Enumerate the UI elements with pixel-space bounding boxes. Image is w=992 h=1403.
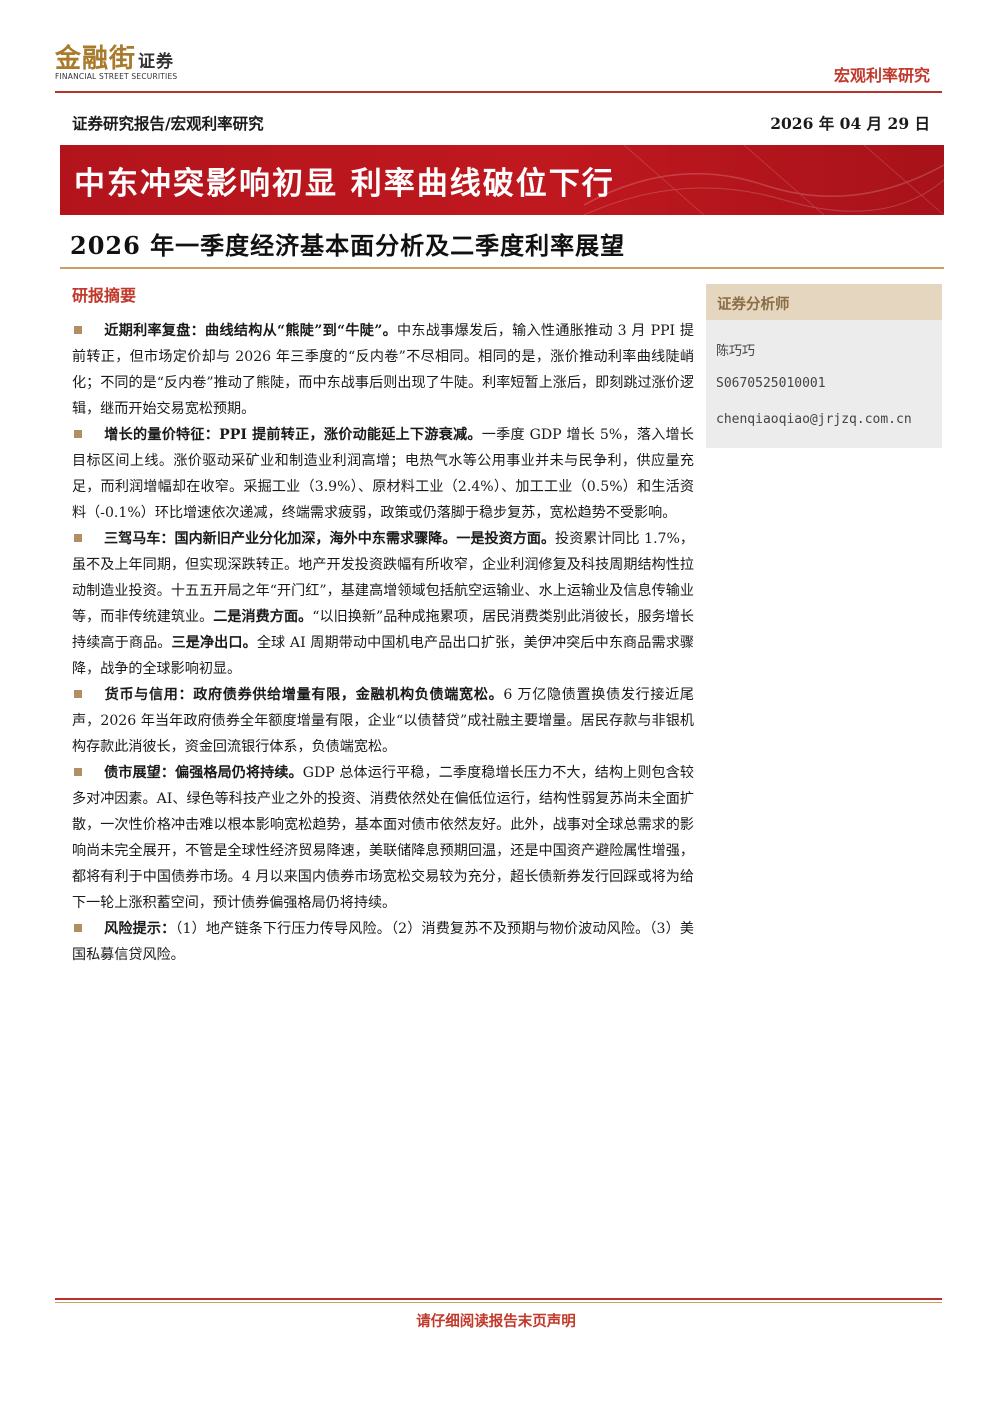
abstract-item-body: GDP 总体运行平稳，二季度稳增长压力不大，结构上则包含较多对冲因素。AI、绿色… — [72, 765, 694, 911]
abstract-item-head: 货币与信用：政府债券供给增量有限，金融机构负债端宽松。 — [104, 687, 504, 703]
analyst-box-header: 证券分析师 — [706, 284, 942, 320]
company-logo: 金融街证券 FINANCIAL STREET SECURITIES — [55, 38, 215, 86]
abstract-item-body: （1）地产链条下行压力传导风险。（2）消费复苏不及预期与物价波动风险。（3）美国… — [72, 921, 694, 963]
abstract-label: 研报摘要 — [72, 286, 137, 305]
abstract-item-body: 6 万亿隐债置换债发行接近尾声，2026 年当年政府债券全年额度增量有限，企业“… — [72, 687, 694, 755]
analyst-box-title: 证券分析师 — [717, 296, 790, 313]
report-date: 2026 年 04 月 29 日 — [770, 114, 930, 133]
page-subtitle: 2026 年一季度经济基本面分析及二季度利率展望 — [70, 231, 626, 260]
abstract-item: 近期利率复盘：曲线结构从“熊陡”到“牛陡”。中东战事爆发后，输入性通胀推动 3 … — [72, 318, 694, 422]
title-banner: 中东冲突影响初显 利率曲线破位下行 — [60, 145, 944, 215]
abstract-item: 货币与信用：政府债券供给增量有限，金融机构负债端宽松。6 万亿隐债置换债发行接近… — [72, 682, 694, 760]
square-bullet-icon — [74, 690, 82, 698]
footer-disclaimer: 请仔细阅读报告末页声明 — [416, 1313, 576, 1330]
footer-divider-secondary — [55, 1302, 942, 1303]
logo-wordmark: 金融街证券 — [55, 38, 174, 75]
square-bullet-icon — [74, 924, 82, 932]
abstract-item-subhead: 二是消费方面。 — [213, 609, 313, 625]
abstract-item-head: 近期利率复盘：曲线结构从“熊陡”到“牛陡”。 — [104, 323, 397, 339]
abstract-item-head: 风险提示： — [104, 921, 176, 937]
analyst-cert-number: S0670525010001 — [716, 376, 826, 391]
abstract-item-body: 一季度 GDP 增长 5%，落入增长目标区间上线。涨价驱动采矿业和制造业利润高增… — [72, 427, 694, 521]
square-bullet-icon — [74, 430, 82, 438]
abstract-item-head: 增长的量价特征：PPI 提前转正，涨价动能延上下游衰减。 — [104, 427, 482, 443]
abstract-item-body: 全球 AI 周期带动中国机电产品出口扩张，美伊冲突后中东商品需求骤降，战争的全球… — [72, 635, 695, 677]
abstract-item-body: “以旧换新”品种成拖累项，居民消费类别此消彼长，服务增长持续高于商品。 — [72, 609, 694, 651]
abstract-body: 近期利率复盘：曲线结构从“熊陡”到“牛陡”。中东战事爆发后，输入性通胀推动 3 … — [72, 318, 694, 968]
abstract-item: 债市展望：偏强格局仍将持续。GDP 总体运行平稳，二季度稳增长压力不大，结构上则… — [72, 760, 694, 916]
logo-cn-suffix: 证券 — [138, 52, 175, 72]
abstract-item-head: 债市展望：偏强格局仍将持续。 — [104, 765, 303, 781]
abstract-item: 风险提示：（1）地产链条下行压力传导风险。（2）消费复苏不及预期与物价波动风险。… — [72, 916, 694, 968]
abstract-item-head: 三驾马车：国内新旧产业分化加深，海外中东需求骤降。一是投资方面。 — [104, 531, 556, 547]
page-title: 中东冲突影响初显 利率曲线破位下行 — [74, 166, 615, 202]
banner-decoration-icon — [584, 145, 944, 215]
report-type: 证券研究报告/宏观利率研究 — [72, 114, 264, 133]
abstract-item-body: 中东战事爆发后，输入性通胀推动 3 月 PPI 提前转正，但市场定价却与 202… — [72, 323, 694, 417]
logo-en-name: FINANCIAL STREET SECURITIES — [55, 72, 178, 81]
analyst-name: 陈巧巧 — [716, 344, 756, 359]
square-bullet-icon — [74, 534, 82, 542]
logo-cn-name: 金融街 — [55, 44, 137, 74]
analyst-box: 证券分析师 陈巧巧 S0670525010001 chenqiaoqiao@jr… — [706, 284, 942, 448]
abstract-item: 增长的量价特征：PPI 提前转正，涨价动能延上下游衰减。一季度 GDP 增长 5… — [72, 422, 694, 526]
footer-divider — [55, 1298, 942, 1300]
subtitle-divider — [60, 267, 944, 269]
abstract-item: 三驾马车：国内新旧产业分化加深，海外中东需求骤降。一是投资方面。投资累计同比 1… — [72, 526, 694, 682]
square-bullet-icon — [74, 768, 82, 776]
abstract-item-body: 投资累计同比 1.7%，虽不及上年同期，但实现深跌转正。地产开发投资跌幅有所收窄… — [72, 531, 694, 625]
header-divider — [55, 91, 942, 93]
analyst-email[interactable]: chenqiaoqiao@jrjzq.com.cn — [716, 412, 912, 427]
abstract-item-subhead: 三是净出口。 — [171, 635, 257, 651]
section-tag: 宏观利率研究 — [833, 66, 930, 85]
square-bullet-icon — [74, 326, 82, 334]
